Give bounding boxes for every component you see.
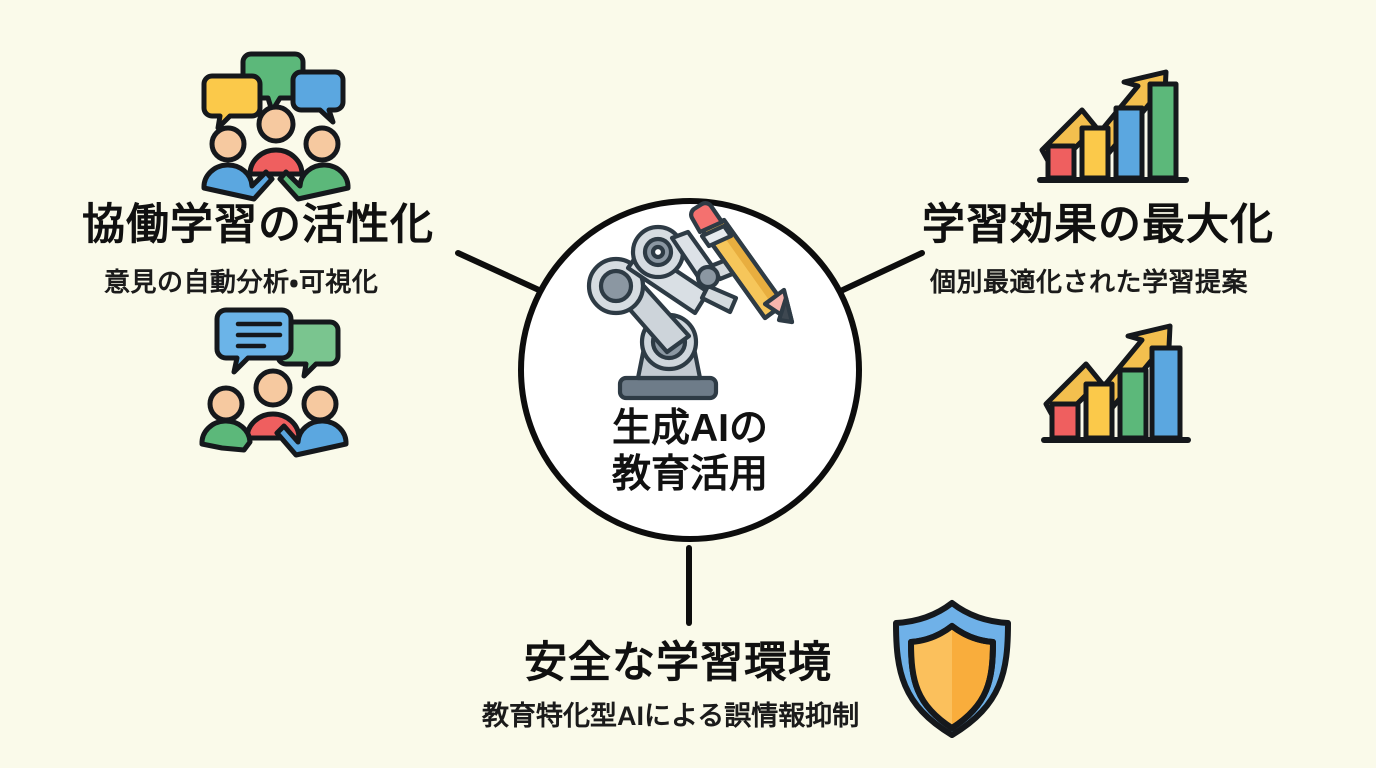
node-title-learning-effect: 学習効果の最大化 [922,201,1274,249]
connector-to-collaboration [455,250,555,299]
node-title-safe-environment: 安全な学習環境 [524,639,832,687]
people-speech-bubbles-icon [201,51,351,202]
node-title-collaboration: 協働学習の活性化 [82,201,434,249]
robot-arm-pencil-icon [586,201,795,401]
center-title-line-2: 教育活用 [611,453,768,496]
node-subtitle-collaboration: 意見の自動分析・可視化 [104,267,379,297]
node-subtitle-learning-effect: 個別最適化された学習提案 [930,267,1249,297]
shield-icon [893,600,1011,738]
center-hub: 生成AIの 教育活用 [518,198,862,542]
growth-bar-chart-icon [1041,323,1191,443]
growth-bar-chart-icon [1037,69,1189,183]
connector-to-learning-effect [827,250,925,299]
people-discussion-icon [199,307,349,458]
center-title-line-1: 生成AIの [611,407,768,450]
node-subtitle-safe-environment: 教育特化型AIによる誤情報抑制 [482,701,860,731]
center-title: 生成AIの 教育活用 [518,406,862,498]
